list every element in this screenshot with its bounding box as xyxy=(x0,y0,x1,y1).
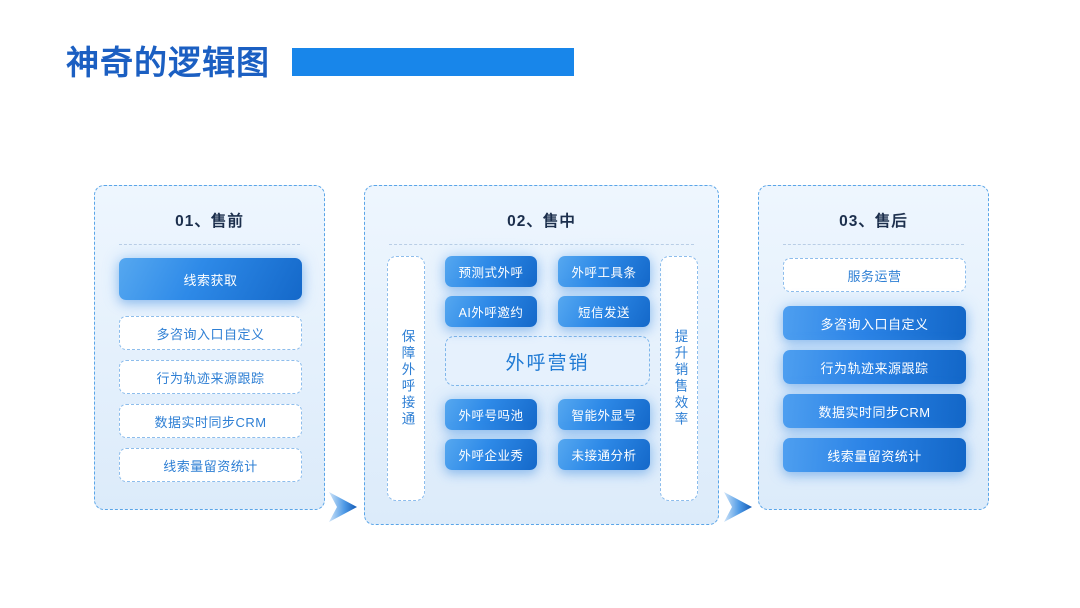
chip-row-top-2: AI外呼邀约 短信发送 xyxy=(445,296,650,327)
panel-pre-sale-body: 线索获取 多咨询入口自定义 行为轨迹来源跟踪 数据实时同步CRM 线索量留资统计 xyxy=(119,258,302,492)
chip-outbound-toolbar[interactable]: 外呼工具条 xyxy=(558,256,650,287)
chip-number-pool[interactable]: 外呼号吗池 xyxy=(445,399,537,430)
chip-row-top-1: 预测式外呼 外呼工具条 xyxy=(445,256,650,287)
card-outbound-marketing[interactable]: 外呼营销 xyxy=(445,336,650,386)
chip-ai-invitation[interactable]: AI外呼邀约 xyxy=(445,296,537,327)
panel-divider xyxy=(783,244,964,245)
arrow-right-icon xyxy=(329,492,357,522)
chip-sms-send[interactable]: 短信发送 xyxy=(558,296,650,327)
chip-after-sale-2[interactable]: 行为轨迹来源跟踪 xyxy=(783,350,966,384)
panel-in-sale-body: 预测式外呼 外呼工具条 AI外呼邀约 短信发送 外呼营销 外呼号吗池 智能外显号… xyxy=(445,256,650,479)
chip-after-sale-4[interactable]: 线索量留资统计 xyxy=(783,438,966,472)
card-service-operations[interactable]: 服务运营 xyxy=(783,258,966,292)
panel-after-sale: 03、售后 服务运营 多咨询入口自定义 行为轨迹来源跟踪 数据实时同步CRM 线… xyxy=(758,185,989,510)
title-accent-bar xyxy=(292,48,574,76)
diagram-stage: 01、售前 线索获取 多咨询入口自定义 行为轨迹来源跟踪 数据实时同步CRM 线… xyxy=(0,185,1080,525)
panel-after-sale-header: 03、售后 xyxy=(839,213,908,230)
side-label-left-text: 保障外呼接通 xyxy=(399,329,415,428)
panel-pre-sale: 01、售前 线索获取 多咨询入口自定义 行为轨迹来源跟踪 数据实时同步CRM 线… xyxy=(94,185,325,510)
panel-in-sale: 02、售中 保障外呼接通 提升销售效率 预测式外呼 外呼工具条 AI外呼邀约 短… xyxy=(364,185,719,525)
side-label-right-text: 提升销售效率 xyxy=(672,329,688,428)
card-pre-sale-2[interactable]: 行为轨迹来源跟踪 xyxy=(119,360,302,394)
arrow-right-icon-2 xyxy=(723,489,753,525)
card-pre-sale-3[interactable]: 数据实时同步CRM xyxy=(119,404,302,438)
chip-after-sale-1[interactable]: 多咨询入口自定义 xyxy=(783,306,966,340)
chip-unconnected-analysis[interactable]: 未接通分析 xyxy=(558,439,650,470)
panel-in-sale-header: 02、售中 xyxy=(507,213,576,230)
side-label-ensure-connection: 保障外呼接通 xyxy=(387,256,425,501)
chip-row-bottom-1: 外呼号吗池 智能外显号 xyxy=(445,399,650,430)
card-pre-sale-1[interactable]: 多咨询入口自定义 xyxy=(119,316,302,350)
panel-after-sale-body: 服务运营 多咨询入口自定义 行为轨迹来源跟踪 数据实时同步CRM 线索量留资统计 xyxy=(783,258,966,482)
chip-smart-caller-id[interactable]: 智能外显号 xyxy=(558,399,650,430)
page-title-text: 神奇的逻辑图 xyxy=(66,43,270,81)
panel-divider xyxy=(389,244,694,245)
arrow-right-icon-1 xyxy=(328,489,358,525)
chip-row-bottom-2: 外呼企业秀 未接通分析 xyxy=(445,439,650,470)
chip-lead-acquisition[interactable]: 线索获取 xyxy=(119,258,302,300)
panel-pre-sale-header: 01、售前 xyxy=(175,213,244,230)
card-pre-sale-4[interactable]: 线索量留资统计 xyxy=(119,448,302,482)
chip-enterprise-show[interactable]: 外呼企业秀 xyxy=(445,439,537,470)
chip-after-sale-3[interactable]: 数据实时同步CRM xyxy=(783,394,966,428)
page-title: 神奇的逻辑图 xyxy=(66,40,574,84)
panel-divider xyxy=(119,244,300,245)
arrow-right-icon xyxy=(724,492,752,522)
side-label-boost-efficiency: 提升销售效率 xyxy=(660,256,698,501)
chip-predictive-dialer[interactable]: 预测式外呼 xyxy=(445,256,537,287)
